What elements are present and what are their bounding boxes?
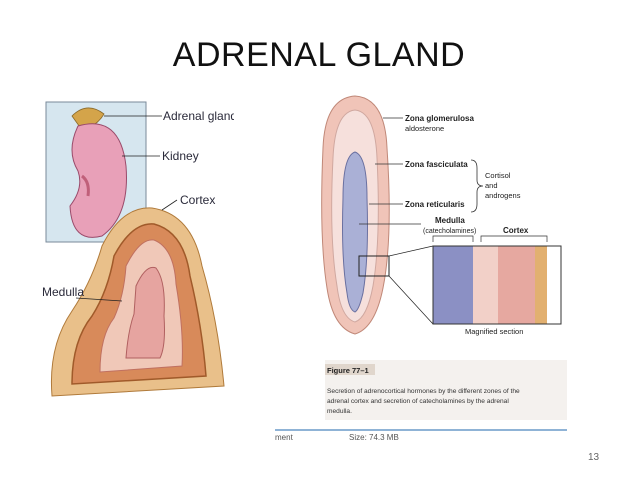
leader-cortex (161, 199, 178, 211)
label-cortisol-1: Cortisol (485, 171, 511, 180)
figure-number-background (325, 364, 375, 375)
label-medulla: Medulla (42, 285, 84, 299)
label-medulla: Medulla (435, 216, 465, 225)
medulla-shape (125, 266, 165, 359)
label-cortisol-2: and (485, 181, 498, 190)
caption-line-1: Secretion of adrenocortical hormones by … (327, 388, 520, 395)
label-kidney: Kidney (162, 149, 199, 163)
adrenal-kidney-illustration: Adrenal gland Kidney Cortex Medulla (42, 101, 234, 397)
cortex-bracket (480, 235, 548, 242)
label-cortex: Cortex (180, 193, 215, 207)
renal-pelvis-shape (81, 174, 90, 197)
label-zona-fasciculata: Zona fasciculata (405, 160, 468, 169)
adrenal-zones-diagram: Zona glomerulosa aldosterone Zona fascic… (275, 95, 567, 442)
figure-number: Figure 77–1 (327, 366, 369, 375)
leader-medulla (75, 297, 123, 302)
medulla-core-shape (342, 151, 368, 313)
slide-title: ADRENAL GLAND (172, 36, 466, 74)
magnified-medulla (433, 246, 473, 324)
magnified-glomerulosa (535, 246, 547, 324)
magnified-capsule (547, 246, 561, 324)
label-zona-glomerulosa: Zona glomerulosa (405, 114, 474, 123)
footer-right-text: Size: 74.3 MB (349, 433, 399, 442)
label-aldosterone: aldosterone (405, 124, 444, 133)
magnify-line-bottom (388, 275, 434, 325)
cortisol-brace (470, 159, 484, 213)
caption-line-3: medulla. (327, 408, 352, 415)
magnified-section (432, 245, 562, 325)
caption-line-2: adrenal cortex and secretion of catechol… (327, 398, 509, 405)
label-cortisol-3: androgens (485, 191, 521, 200)
slide-number: 13 (588, 452, 600, 463)
magnify-line-top (388, 245, 434, 257)
label-adrenal-gland: Adrenal gland (163, 109, 234, 123)
label-zona-reticularis: Zona reticularis (405, 200, 465, 209)
magnify-source-box (358, 255, 390, 277)
label-cortex: Cortex (503, 226, 529, 235)
magnified-fasciculata (498, 246, 535, 324)
medulla-bracket (432, 235, 474, 242)
kidney-shape (69, 123, 127, 238)
label-catecholamines: (catecholamines) (423, 228, 476, 235)
label-magnified-section: Magnified section (465, 327, 523, 336)
magnified-border (432, 245, 562, 325)
footer-left-text: ment (275, 433, 294, 442)
magnified-reticularis (473, 246, 498, 324)
